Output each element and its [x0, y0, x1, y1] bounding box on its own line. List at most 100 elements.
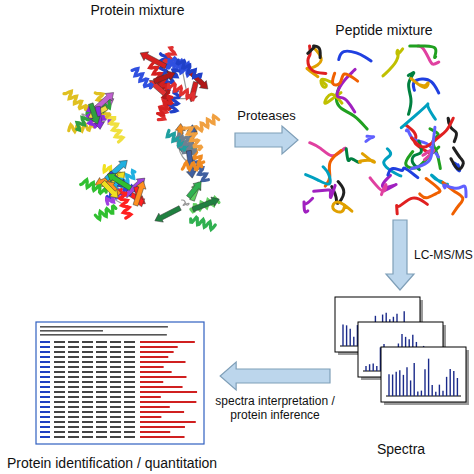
- sheet-arrow: [153, 71, 175, 84]
- spectrum-panel: [381, 347, 466, 402]
- sheet-arrow: [192, 197, 219, 212]
- table-cell: [68, 346, 79, 348]
- table-cell: [54, 396, 65, 398]
- table-cell: [68, 421, 79, 423]
- table-cell: [96, 381, 107, 383]
- table-cell: [82, 351, 93, 353]
- table-cell: [124, 436, 135, 438]
- node-heading: Protein mixture: [90, 2, 184, 19]
- helix-ribbon: [191, 198, 219, 212]
- table-cell: [124, 351, 135, 353]
- spectrum-peak: [392, 375, 393, 396]
- table-cell: [82, 421, 93, 423]
- table-cell: [96, 401, 107, 403]
- table-sequence: [140, 341, 195, 343]
- table-cell: [96, 376, 107, 378]
- table-cell: [110, 406, 121, 408]
- table-cell: [54, 356, 65, 358]
- peptide-strand: [359, 154, 374, 163]
- spectrum-peak: [432, 385, 433, 396]
- table-sequence: [140, 436, 185, 438]
- table-sequence: [140, 401, 196, 403]
- helix-ribbon: [191, 217, 216, 229]
- table-cell: [40, 406, 50, 408]
- spectrum-peak: [446, 377, 447, 396]
- table-cell: [110, 361, 121, 363]
- table-cell: [82, 436, 93, 438]
- table-cell: [40, 436, 50, 438]
- peptide-strand: [384, 149, 401, 176]
- table-cell: [124, 431, 135, 433]
- table-cell: [124, 346, 135, 348]
- table-cell: [54, 406, 65, 408]
- table-cell: [68, 401, 79, 403]
- table-cell: [40, 411, 50, 413]
- spectrum-peak: [365, 366, 366, 371]
- peptide-strand: [306, 167, 331, 184]
- table-cell: [96, 406, 107, 408]
- table-cell: [68, 431, 79, 433]
- helix-ribbon: [81, 180, 107, 194]
- table-cell: [68, 391, 79, 393]
- spectrum-peak: [350, 329, 351, 346]
- protein-structure: [155, 181, 219, 229]
- step-label: Proteases: [237, 109, 296, 123]
- table-cell: [54, 426, 65, 428]
- spectrum-peak: [457, 378, 458, 396]
- table-cell: [124, 406, 135, 408]
- spectrum-peak: [353, 337, 354, 346]
- table-cell: [96, 421, 107, 423]
- table-cell: [110, 371, 121, 373]
- peptide-strand: [397, 198, 428, 214]
- table-cell: [54, 371, 65, 373]
- table-cell: [68, 416, 79, 418]
- spectrum-peak: [439, 385, 440, 396]
- peptide-strand: [304, 198, 313, 212]
- table-cell: [82, 406, 93, 408]
- table-cell: [68, 366, 79, 368]
- spectrum-peak: [342, 325, 343, 346]
- table-cell: [68, 411, 79, 413]
- table-cell: [68, 381, 79, 383]
- table-cell: [54, 351, 65, 353]
- table-cell: [54, 341, 65, 343]
- spectrum-peak: [369, 364, 370, 371]
- table-cell: [40, 341, 50, 343]
- coil-loop: [181, 200, 189, 206]
- table-cell: [82, 381, 93, 383]
- peptide-strand: [451, 148, 463, 169]
- peptide-strand: [411, 78, 428, 87]
- table-cell: [40, 351, 50, 353]
- table-cell: [110, 341, 121, 343]
- table-cell: [96, 341, 107, 343]
- helix-ribbon: [182, 162, 201, 169]
- table-sequence: [140, 431, 170, 433]
- sheet-arrow: [186, 181, 201, 198]
- spectrum-peak: [403, 375, 404, 396]
- table-cell: [40, 401, 50, 403]
- spectrum-peak: [399, 370, 400, 396]
- table-cell: [96, 361, 107, 363]
- table-sequence: [140, 361, 186, 363]
- table-cell: [82, 371, 93, 373]
- table-sequence: [140, 386, 183, 388]
- table-cell: [40, 371, 50, 373]
- table-cell: [54, 361, 65, 363]
- helix-ribbon: [119, 190, 131, 219]
- peptide-strand: [346, 149, 358, 163]
- table-cell: [40, 421, 50, 423]
- table-cell: [110, 416, 121, 418]
- table-sequence: [140, 396, 161, 398]
- table-cell: [54, 376, 65, 378]
- node-heading: Peptide mixture: [335, 22, 432, 39]
- table-cell: [40, 416, 50, 418]
- peptide-strand: [339, 51, 371, 61]
- table-cell: [82, 356, 93, 358]
- protein-structure: [81, 160, 146, 219]
- spectrum-peak: [424, 369, 425, 396]
- table-sequence: [140, 346, 178, 348]
- table-cell: [124, 341, 135, 343]
- peptide-strand: [366, 136, 374, 141]
- table-sequence: [140, 416, 161, 418]
- helix-ribbon: [177, 60, 200, 77]
